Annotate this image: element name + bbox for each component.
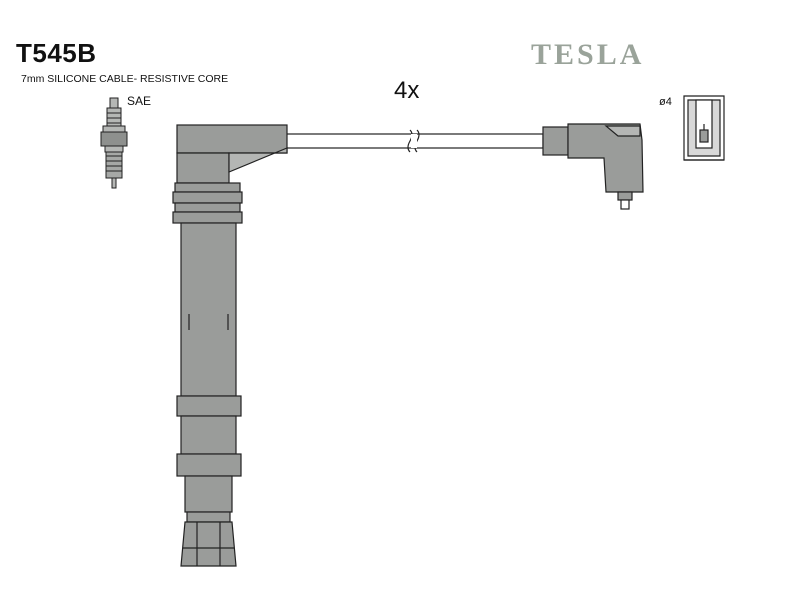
cable	[284, 129, 544, 153]
cable-spec: 7mm SILICONE CABLE- RESISTIVE CORE	[21, 73, 229, 85]
quantity-label: 4x	[394, 77, 420, 104]
terminal-cross-section	[683, 95, 725, 161]
distributor-boot	[542, 123, 644, 210]
product-code: T545B	[16, 38, 97, 68]
spark-plug-type-label: SAE	[127, 94, 152, 108]
spark-plug-icon	[100, 97, 128, 189]
spark-plug-boot	[172, 124, 288, 567]
brand-logo: TESLA	[531, 38, 645, 71]
terminal-diameter-label: ø4	[659, 96, 672, 108]
